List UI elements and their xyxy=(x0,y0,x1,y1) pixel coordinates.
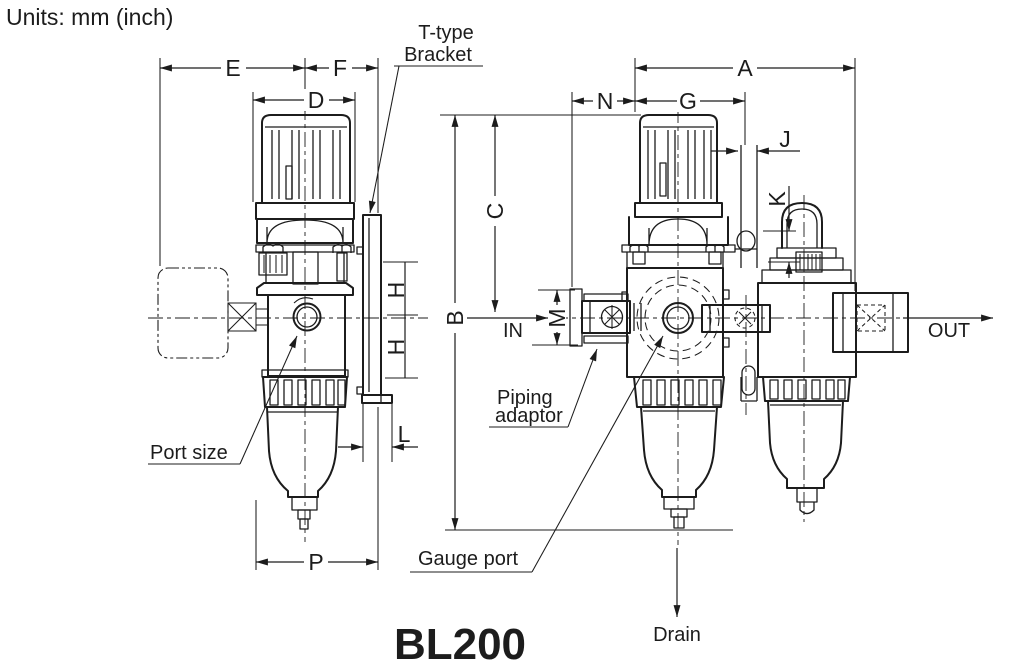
dim-label-n: N xyxy=(597,88,614,114)
model-number: BL200 xyxy=(394,620,526,663)
text-layer: Units: mm (inch) BL200 E F D A N G P J L… xyxy=(6,4,970,663)
dim-label-k: K xyxy=(764,191,790,207)
sight-dome xyxy=(781,202,823,249)
label-gaps xyxy=(221,57,757,573)
regulator-knob-front xyxy=(634,114,723,218)
annotation-bracket-line2: Bracket xyxy=(404,44,472,66)
regulator-hex-nut-side xyxy=(256,218,354,244)
dim-label-m: M xyxy=(544,308,570,327)
in-piping-adaptor xyxy=(569,288,642,347)
annotation-bracket-line1: T-type xyxy=(418,22,474,44)
t-type-bracket-front xyxy=(740,145,758,402)
lubricator-front xyxy=(757,202,857,378)
dim-label-h-lower: H xyxy=(383,339,409,356)
right-view-device xyxy=(569,114,909,529)
drain-cock xyxy=(291,496,318,511)
bracket-leader xyxy=(368,65,400,214)
middle-adaptor xyxy=(701,304,771,333)
dimension-lines xyxy=(160,64,855,566)
flow-arrows xyxy=(467,314,993,617)
dim-label-b: B xyxy=(442,310,468,325)
gauge-port-leader xyxy=(531,335,664,573)
flow-label-out: OUT xyxy=(928,320,970,342)
centerlines xyxy=(148,105,900,545)
port-hole xyxy=(292,302,322,332)
bracket-slot xyxy=(741,365,756,396)
leader-lines xyxy=(148,65,664,573)
lubricator-bowl-front xyxy=(762,376,851,515)
annotation-piping-line2: adaptor xyxy=(495,405,563,427)
dim-label-c: C xyxy=(482,203,508,220)
bracket-hole xyxy=(736,230,756,252)
dim-label-j: J xyxy=(779,126,791,152)
left-view-device xyxy=(157,114,393,530)
port-size-leader xyxy=(239,335,298,465)
annotation-piping-line1: Piping xyxy=(497,387,553,409)
units-label: Units: mm (inch) xyxy=(6,4,173,30)
filter-bowl-front xyxy=(633,376,725,529)
out-piping-adaptor xyxy=(832,292,909,353)
dim-label-f: F xyxy=(333,55,347,81)
dim-label-a: A xyxy=(737,55,753,81)
gauge-port-hole xyxy=(662,302,694,334)
dim-label-g: G xyxy=(679,88,697,114)
annotation-port-size: Port size xyxy=(150,442,228,464)
dim-label-e: E xyxy=(225,55,240,81)
phantom-gauge-outline xyxy=(157,267,267,359)
dim-label-d: D xyxy=(308,87,325,113)
dim-label-p: P xyxy=(308,549,323,575)
gauge-boss-dashed xyxy=(636,276,720,360)
regulator-bonnet-side xyxy=(255,243,355,285)
regulator-bonnet-front xyxy=(621,230,757,268)
flow-label-in: IN xyxy=(503,320,523,342)
dim-label-h-upper: H xyxy=(383,282,409,299)
drain-cock-front xyxy=(663,496,695,510)
t-type-bracket-side xyxy=(356,214,393,404)
annotation-drain: Drain xyxy=(653,624,701,646)
regulator-body-front xyxy=(621,267,730,378)
annotation-gauge-port: Gauge port xyxy=(418,548,519,570)
piping-adaptor-leader xyxy=(567,348,598,428)
dim-label-l: L xyxy=(398,421,411,447)
regulator-hex-nut-front xyxy=(628,216,729,246)
extension-lines xyxy=(159,58,856,570)
filter-bowl-side xyxy=(262,376,348,530)
